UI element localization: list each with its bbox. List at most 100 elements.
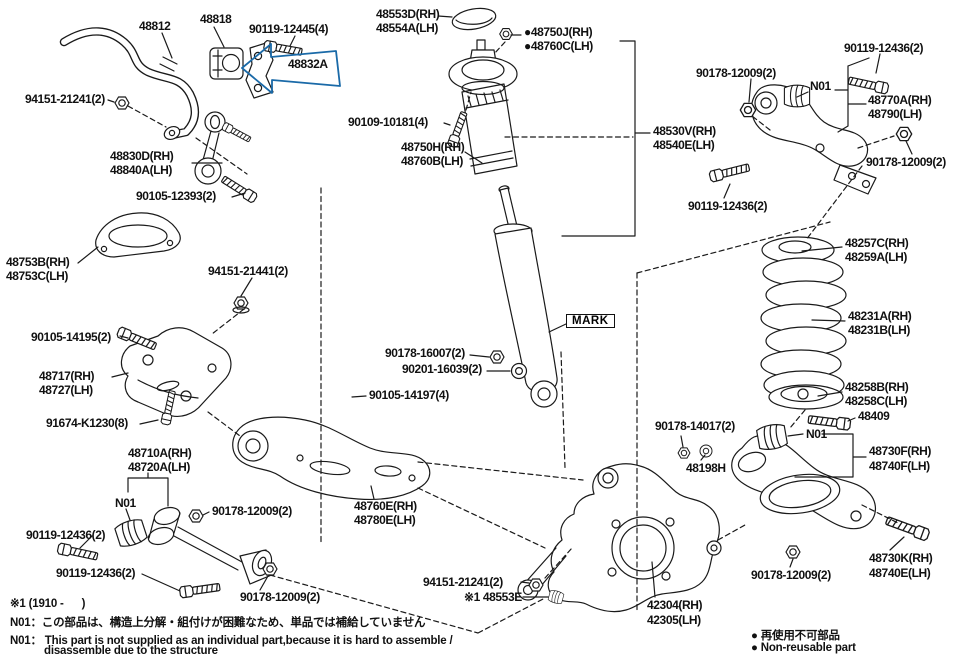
label-48750H: 48750H(RH): [401, 140, 465, 154]
leader-lines: [77, 15, 913, 598]
label-48750J: ●48750J(RH): [524, 25, 593, 39]
label-94151-21241-b: 94151-21241(2): [423, 575, 503, 589]
bolt-90119-12436-c: [847, 74, 890, 95]
nut-90178-12009-d: [895, 126, 913, 142]
label-90119-12436-c: 90119-12436(2): [26, 528, 106, 542]
label-48780E: 48780E(LH): [354, 513, 416, 527]
nut-94151-21241-b: [528, 578, 544, 592]
label-42305: 42305(LH): [647, 613, 701, 627]
bracket-48717: [120, 327, 232, 417]
nut-94151-21241: [114, 96, 130, 110]
mark-callout: MARK: [566, 314, 615, 328]
label-48540E: 48540E(LH): [653, 138, 715, 152]
label-48730K: 48730K(RH): [869, 551, 933, 565]
footnote-n01-jp: N01：この部品は、構造上分解・組付けが困難なため、単品では補給していません: [10, 617, 426, 629]
nut-90178-14017: [677, 447, 691, 459]
label-90178-12009-a: 90178-12009(2): [696, 66, 776, 80]
label-90178-12009-d: 90178-12009(2): [240, 590, 320, 604]
footnote-n01-en-2: disassemble due to the structure: [44, 645, 218, 657]
bolt-48730K: [884, 514, 931, 542]
label-90178-12009-c: 90178-12009(2): [212, 504, 292, 518]
knuckle-42304: [517, 463, 722, 613]
legend-non-reusable-jp: ● 再使用不可部品: [751, 630, 840, 642]
label-48790: 48790(LH): [868, 107, 922, 121]
label-48832A: 48832A: [288, 57, 328, 71]
label-48231B: 48231B(LH): [848, 323, 911, 337]
label-48258B: 48258B(RH): [845, 380, 909, 394]
coil-spring-48231: [760, 236, 847, 410]
label-48553D: 48553D(RH): [376, 7, 440, 21]
assembly-dashed-lines: [127, 41, 901, 634]
stabilizer-bar: [59, 27, 200, 141]
dust-cover-48750H: [461, 83, 518, 175]
nut-48750J: [499, 28, 513, 40]
label-48259A: 48259A(LH): [845, 250, 908, 264]
label-N01-b: N01: [806, 427, 827, 441]
stabilizer-bracket: [245, 42, 274, 99]
label-90178-12009-e: 90178-12009(2): [751, 568, 831, 582]
cap-48553D: [451, 7, 497, 31]
shock-absorber: [446, 7, 558, 408]
nut-90178-12009-b: [262, 562, 278, 576]
label-90119-12436-b: 90119-12436(2): [688, 199, 768, 213]
strut-eye: [530, 380, 558, 408]
label-90178-12009-b: 90178-12009(2): [866, 155, 946, 169]
label-48554A: 48554A(LH): [376, 21, 439, 35]
label-48730F: 48730F(RH): [869, 444, 932, 458]
bolt-90119-12436-b: [178, 580, 222, 599]
label-90109-10181: 90109-10181(4): [348, 115, 428, 129]
label-48818: 48818: [200, 12, 232, 26]
label-90178-14017: 90178-14017(2): [655, 419, 735, 433]
label-90105-14195: 90105-14195(2): [31, 330, 111, 344]
label-48198H: 48198H: [686, 461, 726, 475]
label-48710A: 48710A(RH): [128, 446, 192, 460]
label-90105-14197: 90105-14197(4): [369, 388, 449, 402]
label-90119-12445: 90119-12445(4): [249, 22, 329, 36]
label-94151-21241-a: 94151-21241(2): [25, 92, 105, 106]
trailing-rod-48710A: [56, 506, 278, 599]
stabilizer-link: [194, 111, 259, 205]
nut-94151-21441: [232, 296, 250, 314]
bolt-90105-12393: [219, 173, 259, 205]
label-48720A: 48720A(LH): [128, 460, 191, 474]
label-48753B: 48753B(RH): [6, 255, 70, 269]
label-90201-16039: 90201-16039(2): [402, 362, 482, 376]
support-mount: [448, 56, 518, 92]
label-48231A: 48231A(RH): [848, 309, 912, 323]
lower-arm-48730F: [677, 413, 931, 559]
footnote-n01-en-1: N01： This part is not supplied as an ind…: [10, 635, 453, 647]
label-48830D: 48830D(RH): [110, 149, 174, 163]
label-N01-c: N01: [115, 496, 136, 510]
label-48760C: ●48760C(LH): [524, 39, 593, 53]
label-48740E: 48740E(LH): [869, 566, 931, 580]
label-48409: 48409: [858, 409, 890, 423]
label-94151-21441: 94151-21441(2): [208, 264, 288, 278]
label-48553E: ※1 48553E: [464, 590, 522, 604]
label-48760E: 48760E(RH): [354, 499, 417, 513]
label-48760B: 48760B(LH): [401, 154, 464, 168]
label-42304: 42304(RH): [647, 598, 703, 612]
legend-non-reusable-en: ● Non-reusable part: [751, 642, 856, 654]
washer-90201-16039: [510, 362, 528, 380]
nut-90178-12009-a: [188, 509, 204, 523]
upper-arm-48770A: [708, 74, 913, 195]
footnote-applicability: ※1 (1910 - ): [10, 598, 86, 610]
label-48530V: 48530V(RH): [653, 124, 716, 138]
bushing-N01-upper: [783, 84, 811, 108]
label-48840A: 48840A(LH): [110, 163, 173, 177]
label-48740F: 48740F(LH): [869, 459, 930, 473]
label-90119-12436-a: 90119-12436(2): [844, 41, 924, 55]
label-48727: 48727(LH): [39, 383, 93, 397]
label-48258C: 48258C(LH): [845, 394, 908, 408]
nut-90178-16007: [489, 350, 505, 364]
label-48717: 48717(RH): [39, 369, 95, 383]
label-90119-12436-d: 90119-12436(2): [56, 566, 136, 580]
nut-90178-12009-e: [785, 545, 801, 559]
washer-48198H: [699, 444, 713, 458]
label-90105-12393: 90105-12393(2): [136, 189, 216, 203]
nut-90178-12009-c: [739, 102, 757, 118]
label-90178-16007: 90178-16007(2): [385, 346, 465, 360]
label-48770A: 48770A(RH): [868, 93, 932, 107]
